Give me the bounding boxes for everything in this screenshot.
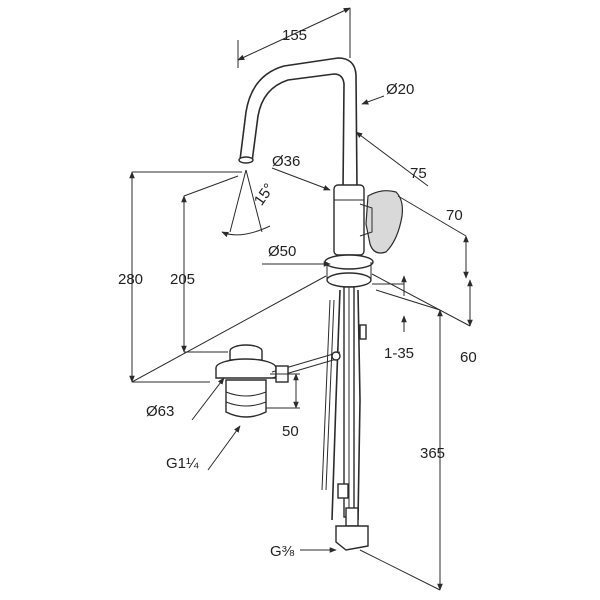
label-thread-g3-8: G⅜ <box>270 543 295 560</box>
label-diameter-36: Ø36 <box>272 153 300 170</box>
label-diameter-20: Ø20 <box>386 81 414 98</box>
label-thread-g1-1-4: G1¼ <box>166 455 199 472</box>
label-dim-50: 50 <box>282 423 299 440</box>
faucet-body <box>238 57 403 551</box>
drain-assembly <box>215 344 341 418</box>
label-height-205: 205 <box>170 271 195 288</box>
dimension-lines <box>129 7 473 591</box>
label-dim-60: 60 <box>460 349 477 366</box>
label-height-365: 365 <box>420 445 445 462</box>
label-diameter-50: Ø50 <box>268 243 296 260</box>
label-diameter-63: Ø63 <box>146 403 174 420</box>
label-height-280: 280 <box>118 271 143 288</box>
label-dim-75: 75 <box>410 165 427 182</box>
label-range-1-35: 1-35 <box>384 345 414 362</box>
label-width-155: 155 <box>282 27 307 44</box>
label-dim-70: 70 <box>446 207 463 224</box>
